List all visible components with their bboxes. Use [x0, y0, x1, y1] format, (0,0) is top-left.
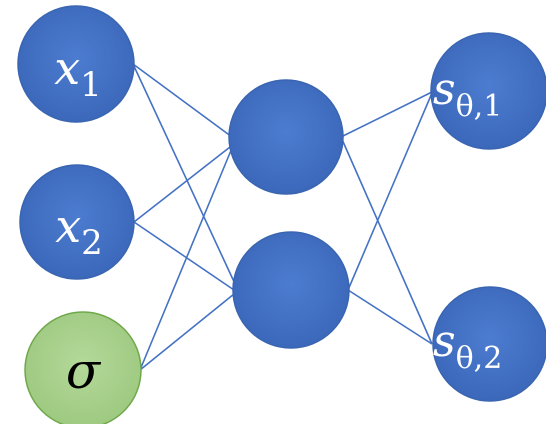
node-s1-label: sθ,1 — [433, 64, 502, 124]
node-x2-sub: 2 — [81, 223, 103, 263]
edges-input-hidden — [132, 63, 237, 371]
edge-h2-s1 — [347, 92, 433, 291]
edges-hidden-output — [340, 91, 433, 345]
node-x2-circle — [19, 164, 135, 280]
node-hidden-2 — [232, 231, 350, 349]
node-sigma-circle — [24, 311, 142, 424]
node-x1-label: x1 — [54, 41, 102, 105]
node-s1-sub: θ,1 — [456, 89, 503, 124]
edge-x2-h2 — [133, 221, 235, 291]
node-x2-label: x2 — [55, 199, 103, 263]
node-s2-circle — [432, 286, 546, 402]
node-s2: sθ,2 — [432, 286, 546, 402]
node-x1-main: x — [54, 41, 80, 95]
edge-h1-s1 — [340, 91, 433, 138]
edge-sigma-h1 — [139, 147, 233, 371]
node-s2-label: sθ,2 — [433, 316, 502, 376]
node-s1-circle — [430, 32, 546, 150]
node-x1: x1 — [17, 5, 135, 123]
node-x1-circle — [17, 5, 135, 123]
edge-h2-s2 — [347, 289, 433, 345]
node-s1-main: s — [433, 64, 456, 115]
node-x1-sub: 1 — [80, 65, 102, 105]
edge-h1-s2 — [340, 136, 433, 345]
node-sigma-label: σ — [66, 342, 102, 400]
node-sigma: σ — [24, 311, 142, 424]
node-s2-main: s — [433, 316, 456, 367]
edge-x1-h1 — [132, 63, 233, 138]
node-x2-main: x — [55, 199, 81, 253]
node-s1: sθ,1 — [430, 32, 546, 150]
edge-x1-h2 — [132, 63, 237, 287]
node-s2-sub: θ,2 — [456, 341, 503, 376]
edge-sigma-h2 — [139, 293, 235, 371]
node-hidden-1 — [228, 79, 344, 195]
edge-x2-h1 — [133, 146, 231, 223]
node-x2: x2 — [19, 164, 135, 280]
